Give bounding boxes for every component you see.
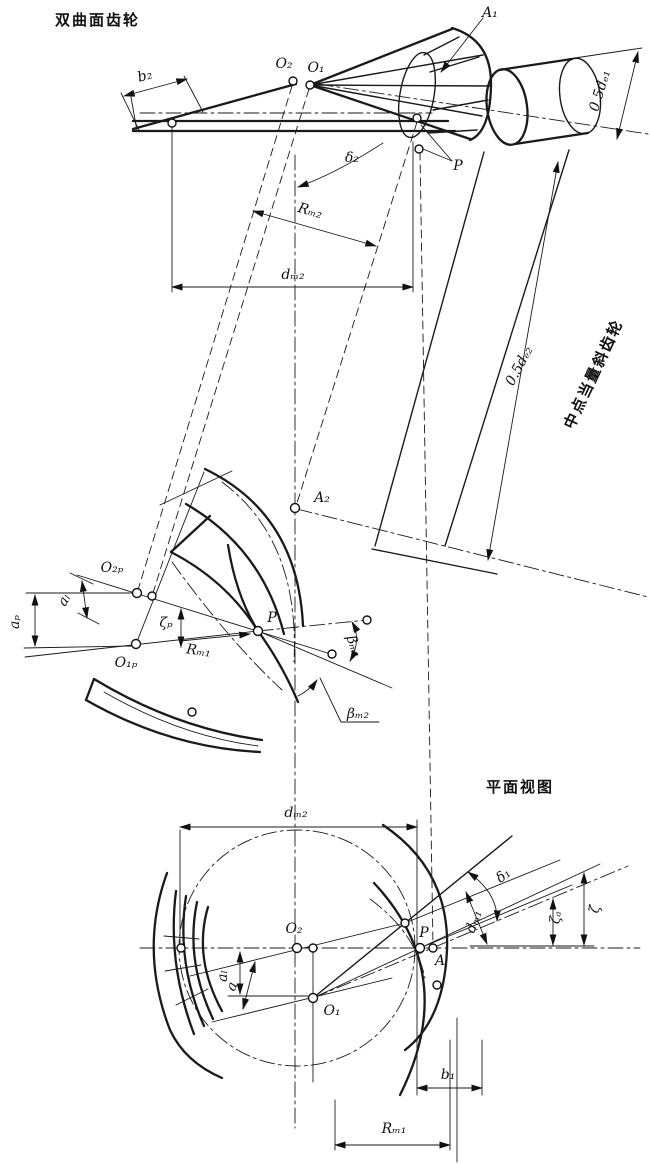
plan-view-title: 平面视图 — [486, 778, 554, 796]
point-o1-plan — [307, 992, 319, 1004]
cone-back-ellipse — [397, 51, 437, 139]
delta2-arc — [297, 142, 384, 188]
top-view — [120, 17, 649, 947]
label-p-plan: P — [418, 925, 429, 941]
gear-top-edge — [131, 82, 298, 131]
label-al-mid: aₗ — [55, 591, 75, 609]
label-al-plan: aₗ — [215, 970, 231, 982]
label-rm1-mid: Rₘ₁ — [184, 641, 212, 660]
label-b2: b₂ — [136, 66, 155, 86]
label-beta-m1: βₘ₁ — [342, 633, 364, 660]
point-p-mid — [252, 625, 264, 637]
plan-view — [139, 124, 641, 1163]
label-o1p: O₁ₚ — [115, 655, 138, 671]
projection-p-plan — [419, 151, 434, 947]
beta-m2-line — [257, 630, 393, 689]
point-marker — [362, 615, 372, 625]
label-zeta: ζ — [587, 903, 604, 915]
cone-front-face — [450, 26, 493, 142]
point-p-top — [414, 144, 424, 154]
projection-o2-o2p — [137, 85, 293, 591]
point-marker — [412, 113, 422, 123]
cone-lower-edge — [308, 83, 472, 141]
point-o1-top — [305, 80, 315, 90]
label-dm1: dₘ₁ — [463, 908, 486, 935]
label-a2: A₂ — [312, 490, 330, 506]
point-o2p — [131, 587, 143, 599]
label-dm2-top: dₘ₂ — [281, 267, 305, 283]
label-rm2: Rₘ₂ — [295, 200, 325, 223]
equivalent-gear-band — [371, 149, 570, 575]
pinion-cone-edge — [312, 835, 513, 999]
label-dm2-plan: dₘ₂ — [284, 805, 308, 821]
half-de2-dimension — [486, 161, 560, 561]
offset-line-lower — [211, 977, 393, 1023]
point-a-plan — [428, 943, 438, 953]
pinion-arc — [372, 881, 426, 1097]
label-half-de1: 0.5dₑ₁ — [586, 68, 614, 113]
gear-axis-projection — [76, 574, 335, 656]
label-delta1: δ₁ — [493, 865, 514, 886]
equivalent-pinion-cylinder — [485, 57, 602, 146]
gear-outer-arc-left — [152, 871, 224, 1080]
point-marker — [308, 943, 318, 953]
label-zeta-a: ζₐ — [547, 910, 565, 925]
text-labels: 双曲面齿轮 O₂ O₁ A₁ b₂ δ₂ P 0.5dₑ₁ Rₘ₂ dₘ₂ 0.… — [7, 5, 627, 1137]
a2-axis-line — [296, 508, 649, 598]
point-o1p — [130, 638, 142, 650]
point-marker — [432, 980, 442, 990]
label-rm1-plan: Rₘ₁ — [381, 1121, 407, 1137]
rm1-arrow — [179, 631, 251, 642]
label-o1-top: O₁ — [307, 60, 324, 76]
pinion-axis-projection — [24, 630, 259, 658]
al-dimension-mid — [79, 580, 90, 619]
label-o2-plan: O₂ — [285, 921, 302, 937]
label-delta2: δ₂ — [345, 150, 359, 166]
point-a2 — [289, 502, 301, 514]
point-p-plan — [414, 942, 426, 954]
beta-m2-leader — [319, 677, 380, 723]
a1-leader — [440, 17, 484, 73]
point-marker — [400, 918, 410, 928]
pinion-axis-centerline — [317, 83, 649, 135]
label-beta-m2: βₘ₂ — [346, 706, 370, 722]
point-markers — [130, 76, 442, 1004]
gear-outer-arc-right — [381, 823, 449, 1052]
label-a1: A₁ — [480, 5, 498, 21]
label-a-plan: A — [433, 953, 445, 969]
b2-dimension — [123, 78, 188, 97]
point-marker — [327, 649, 337, 659]
beta-m1-arc — [349, 621, 361, 662]
point-o2-top — [288, 76, 298, 86]
label-zetap: ζₚ — [159, 615, 173, 631]
label-ap: aₚ — [7, 615, 23, 629]
label-b1: b₁ — [441, 1067, 456, 1083]
label-half-de2: 0.5dₑ₂ — [502, 343, 536, 388]
label-o1-plan: O₁ — [323, 1003, 340, 1019]
label-a-offset: a — [223, 980, 241, 994]
middle-view — [23, 467, 649, 754]
label-o2-top: O₂ — [275, 56, 292, 72]
point-marker — [167, 118, 177, 128]
delta1-arc — [467, 871, 501, 922]
label-p-mid: P — [266, 610, 277, 626]
label-o2p: O₂ₚ — [101, 560, 124, 576]
point-marker — [187, 707, 197, 717]
dm1-dimension — [465, 891, 488, 945]
rm2-dimension — [252, 210, 377, 247]
label-p-top: P — [452, 158, 463, 174]
beta-m2-arc — [297, 679, 318, 697]
projection-p-a2 — [295, 121, 418, 507]
label-equivalent-gear: 中点当量斜齿轮 — [560, 316, 627, 431]
a-offset-dimension — [242, 961, 256, 1010]
point-marker — [176, 943, 186, 953]
projection-o1-o1p — [152, 88, 310, 594]
point-o2-plan — [291, 942, 303, 954]
half-de1-dimension — [616, 51, 639, 140]
cone-upper-edge — [308, 27, 454, 87]
point-marker — [147, 591, 157, 601]
top-view-title: 双曲面齿轮 — [55, 11, 140, 29]
